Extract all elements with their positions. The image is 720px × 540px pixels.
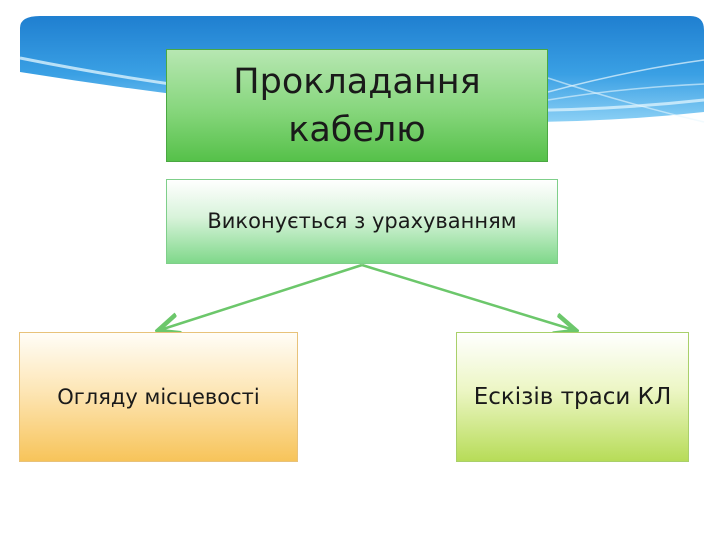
arrow-to-left (160, 263, 363, 330)
left-item-text: Огляду місцевості (57, 385, 260, 409)
subtitle-node: Виконується з урахуванням (166, 179, 558, 264)
subtitle-text: Виконується з урахуванням (207, 209, 517, 233)
title-text: Прокладання кабелю (233, 61, 481, 150)
right-item-node: Ескізів траси КЛ (456, 332, 689, 462)
left-item-node: Огляду місцевості (19, 332, 298, 462)
title-node: Прокладання кабелю (166, 49, 548, 162)
arrow-to-right (361, 263, 574, 330)
right-item-text: Ескізів траси КЛ (473, 384, 672, 410)
